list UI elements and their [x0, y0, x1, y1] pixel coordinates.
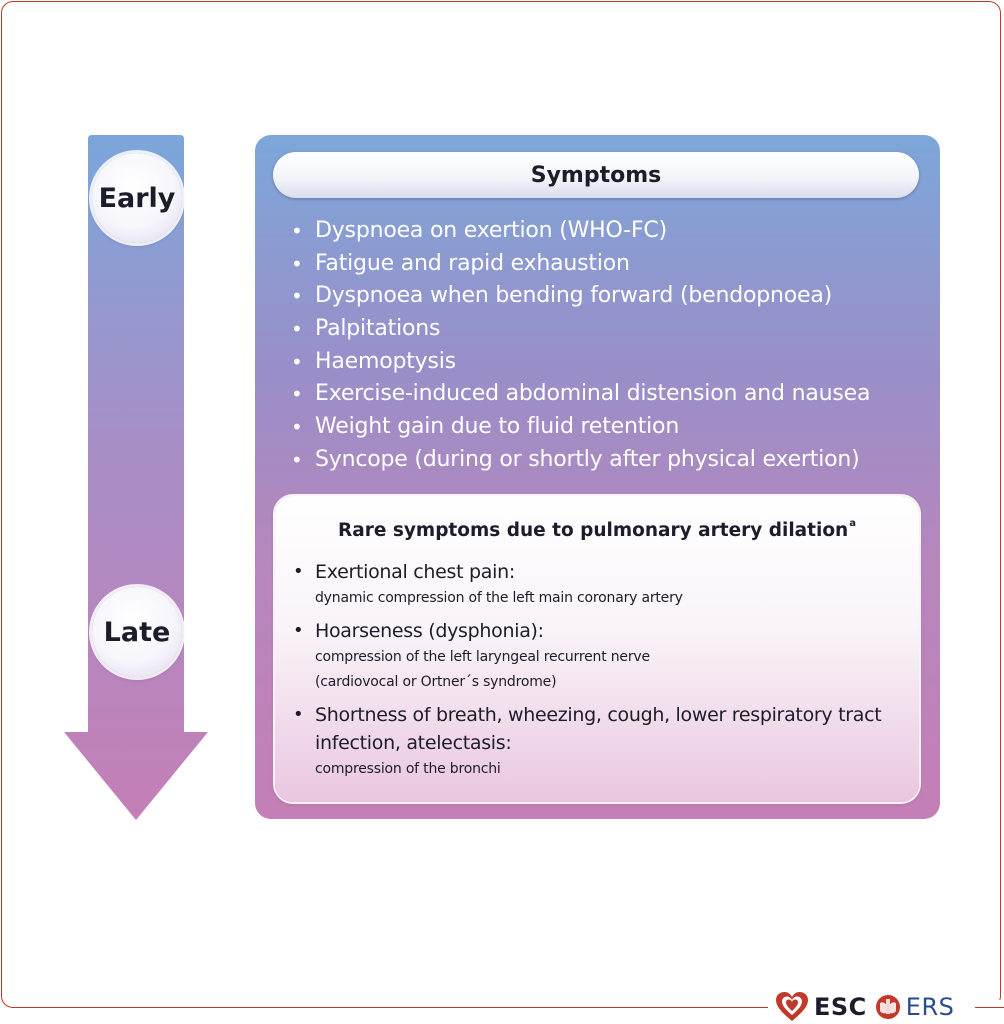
rare-symptom-list: • Exertional chest pain: dynamic compres… [291, 558, 901, 788]
symptom-item: •Fatigue and rapid exhaustion [291, 248, 870, 281]
bullet-icon: • [291, 284, 303, 309]
bullet-icon: • [293, 561, 304, 582]
rare-symptom-cause: (cardiovocal or Ortner´s syndrome) [315, 674, 557, 690]
rare-symptom-label: Shortness of breath, wheezing, cough, lo… [315, 704, 882, 754]
ers-lung-icon [875, 995, 900, 1019]
symptom-item: •Dyspnoea on exertion (WHO-FC) [291, 215, 870, 248]
symptom-item: •Syncope (during or shortly after physic… [291, 444, 870, 477]
rare-symptoms-box: Rare symptoms due to pulmonary artery di… [275, 496, 919, 802]
bullet-icon: • [293, 704, 304, 725]
society-logos: ESC ERS [775, 990, 1000, 1024]
rare-symptom-label: Hoarseness (dysphonia): [315, 620, 544, 642]
symptoms-title: Symptoms [273, 152, 919, 198]
symptom-item: •Weight gain due to fluid retention [291, 411, 870, 444]
symptom-item: •Exercise-induced abdominal distension a… [291, 378, 870, 411]
esc-heart-icon [776, 992, 808, 1021]
rare-symptom-label: Exertional chest pain: [315, 561, 515, 583]
rare-symptoms-title: Rare symptoms due to pulmonary artery di… [338, 518, 856, 541]
symptom-item: •Dyspnoea when bending forward (bendopno… [291, 280, 870, 313]
rare-symptom-cause: compression of the bronchi [315, 761, 501, 777]
bullet-icon: • [293, 620, 304, 641]
bullet-icon: • [291, 317, 303, 342]
bullet-icon: • [291, 447, 303, 472]
stage-late-badge: Late [92, 587, 182, 677]
bullet-icon: • [291, 349, 303, 374]
symptom-item: •Palpitations [291, 313, 870, 346]
symptom-list: •Dyspnoea on exertion (WHO-FC) •Fatigue … [291, 215, 870, 477]
rare-symptom-cause: compression of the left laryngeal recurr… [315, 649, 650, 665]
rare-symptom-cause: dynamic compression of the left main cor… [315, 590, 683, 606]
bullet-icon: • [291, 415, 303, 440]
bullet-icon: • [291, 219, 303, 243]
bullet-icon: • [291, 382, 303, 407]
symptoms-panel: Symptoms •Dyspnoea on exertion (WHO-FC) … [255, 135, 940, 819]
rare-symptom-item: • Hoarseness (dysphonia): compression of… [291, 617, 901, 695]
bullet-icon: • [291, 251, 303, 276]
stage-early-badge: Early [92, 153, 182, 243]
rare-symptom-item: • Shortness of breath, wheezing, cough, … [291, 701, 901, 782]
ers-logo-text: ERS [905, 993, 955, 1021]
symptom-item: •Haemoptysis [291, 346, 870, 379]
footnote-marker: a [849, 518, 856, 529]
rare-symptom-item: • Exertional chest pain: dynamic compres… [291, 558, 901, 611]
esc-logo-text: ESC [814, 993, 867, 1021]
frame-tail-line [975, 1007, 1004, 1008]
